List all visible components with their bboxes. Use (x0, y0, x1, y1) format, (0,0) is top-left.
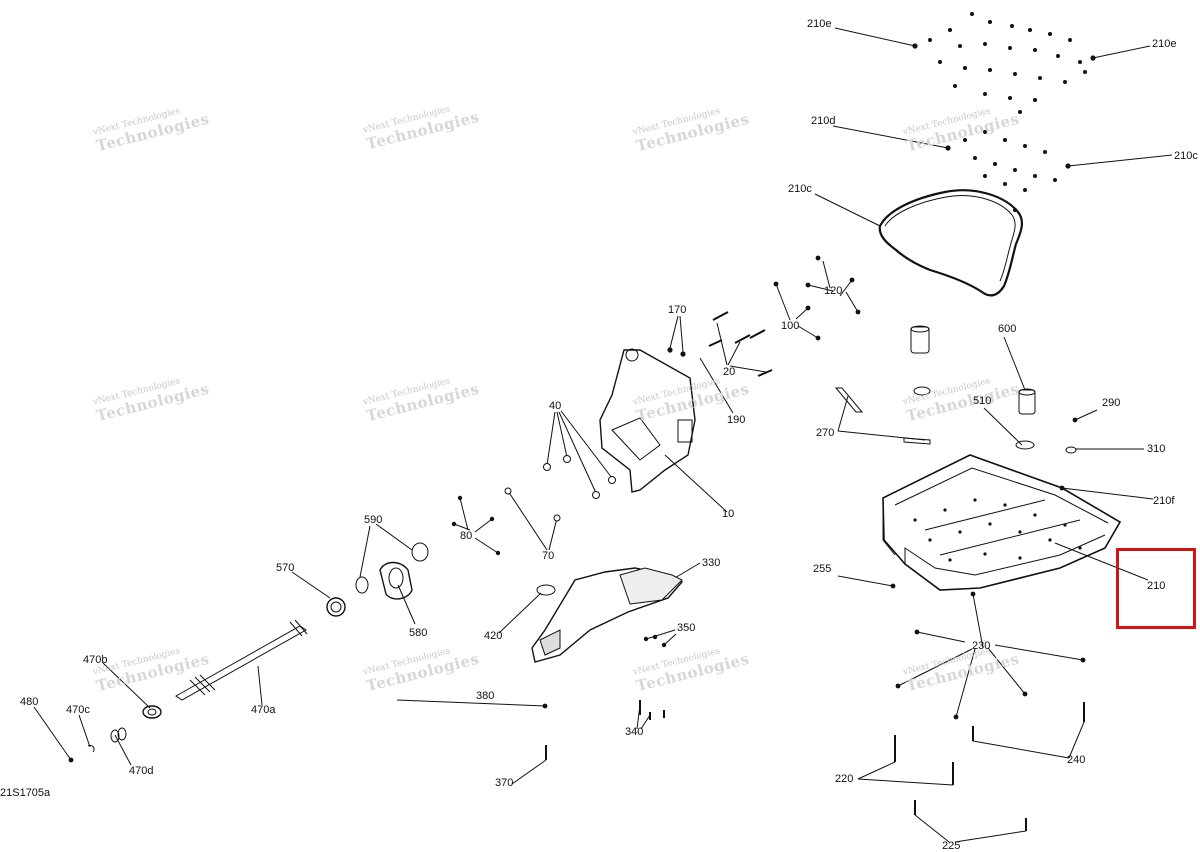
callout-label: 370 (495, 777, 514, 789)
callout-label: 600 (998, 323, 1017, 335)
callout-label: 470d (129, 765, 154, 777)
callout-label: 580 (409, 627, 428, 639)
callout-label: 240 (1067, 754, 1086, 766)
callout-label: 470b (83, 654, 108, 666)
callout-label: 80 (460, 530, 473, 542)
callout-label: 380 (476, 690, 495, 702)
callout-label: 330 (702, 557, 721, 569)
callout-label: 420 (484, 630, 503, 642)
callout-label: 230 (972, 640, 991, 652)
callout-label: 470c (66, 704, 90, 716)
callout-label: 40 (549, 400, 562, 412)
callout-label: 255 (813, 563, 832, 575)
callout-label: 190 (727, 414, 746, 426)
callout-label: 310 (1147, 443, 1166, 455)
callout-label: 170 (668, 304, 687, 316)
callout-label: 350 (677, 622, 696, 634)
callout-label: 210c (788, 183, 812, 195)
callout-label: 210c (1174, 150, 1198, 162)
callout-label: 70 (542, 550, 555, 562)
callout-label: 10 (722, 508, 735, 520)
callout-label: 270 (816, 427, 835, 439)
callout-label: 480 (20, 696, 39, 708)
callout-label: 220 (835, 773, 854, 785)
callout-label: 510 (973, 395, 992, 407)
callout-label: 20 (723, 366, 736, 378)
callout-label: 470a (251, 704, 276, 716)
callout-label: 120 (824, 285, 843, 297)
callout-label: 570 (276, 562, 295, 574)
callout-label: 210e (807, 18, 832, 30)
callout-label: 290 (1102, 397, 1121, 409)
callout-label: 100 (781, 320, 800, 332)
highlight-box (1116, 548, 1196, 629)
reference-code: 21S1705a (0, 787, 51, 799)
callout-label: 590 (364, 514, 383, 526)
callout-label: 340 (625, 726, 644, 738)
callout-label: 210f (1153, 495, 1175, 507)
callout-label: 210d (811, 115, 836, 127)
callout-label: 210 (1147, 580, 1166, 592)
callout-label: 210e (1152, 38, 1177, 50)
callout-label: 225 (942, 840, 961, 852)
